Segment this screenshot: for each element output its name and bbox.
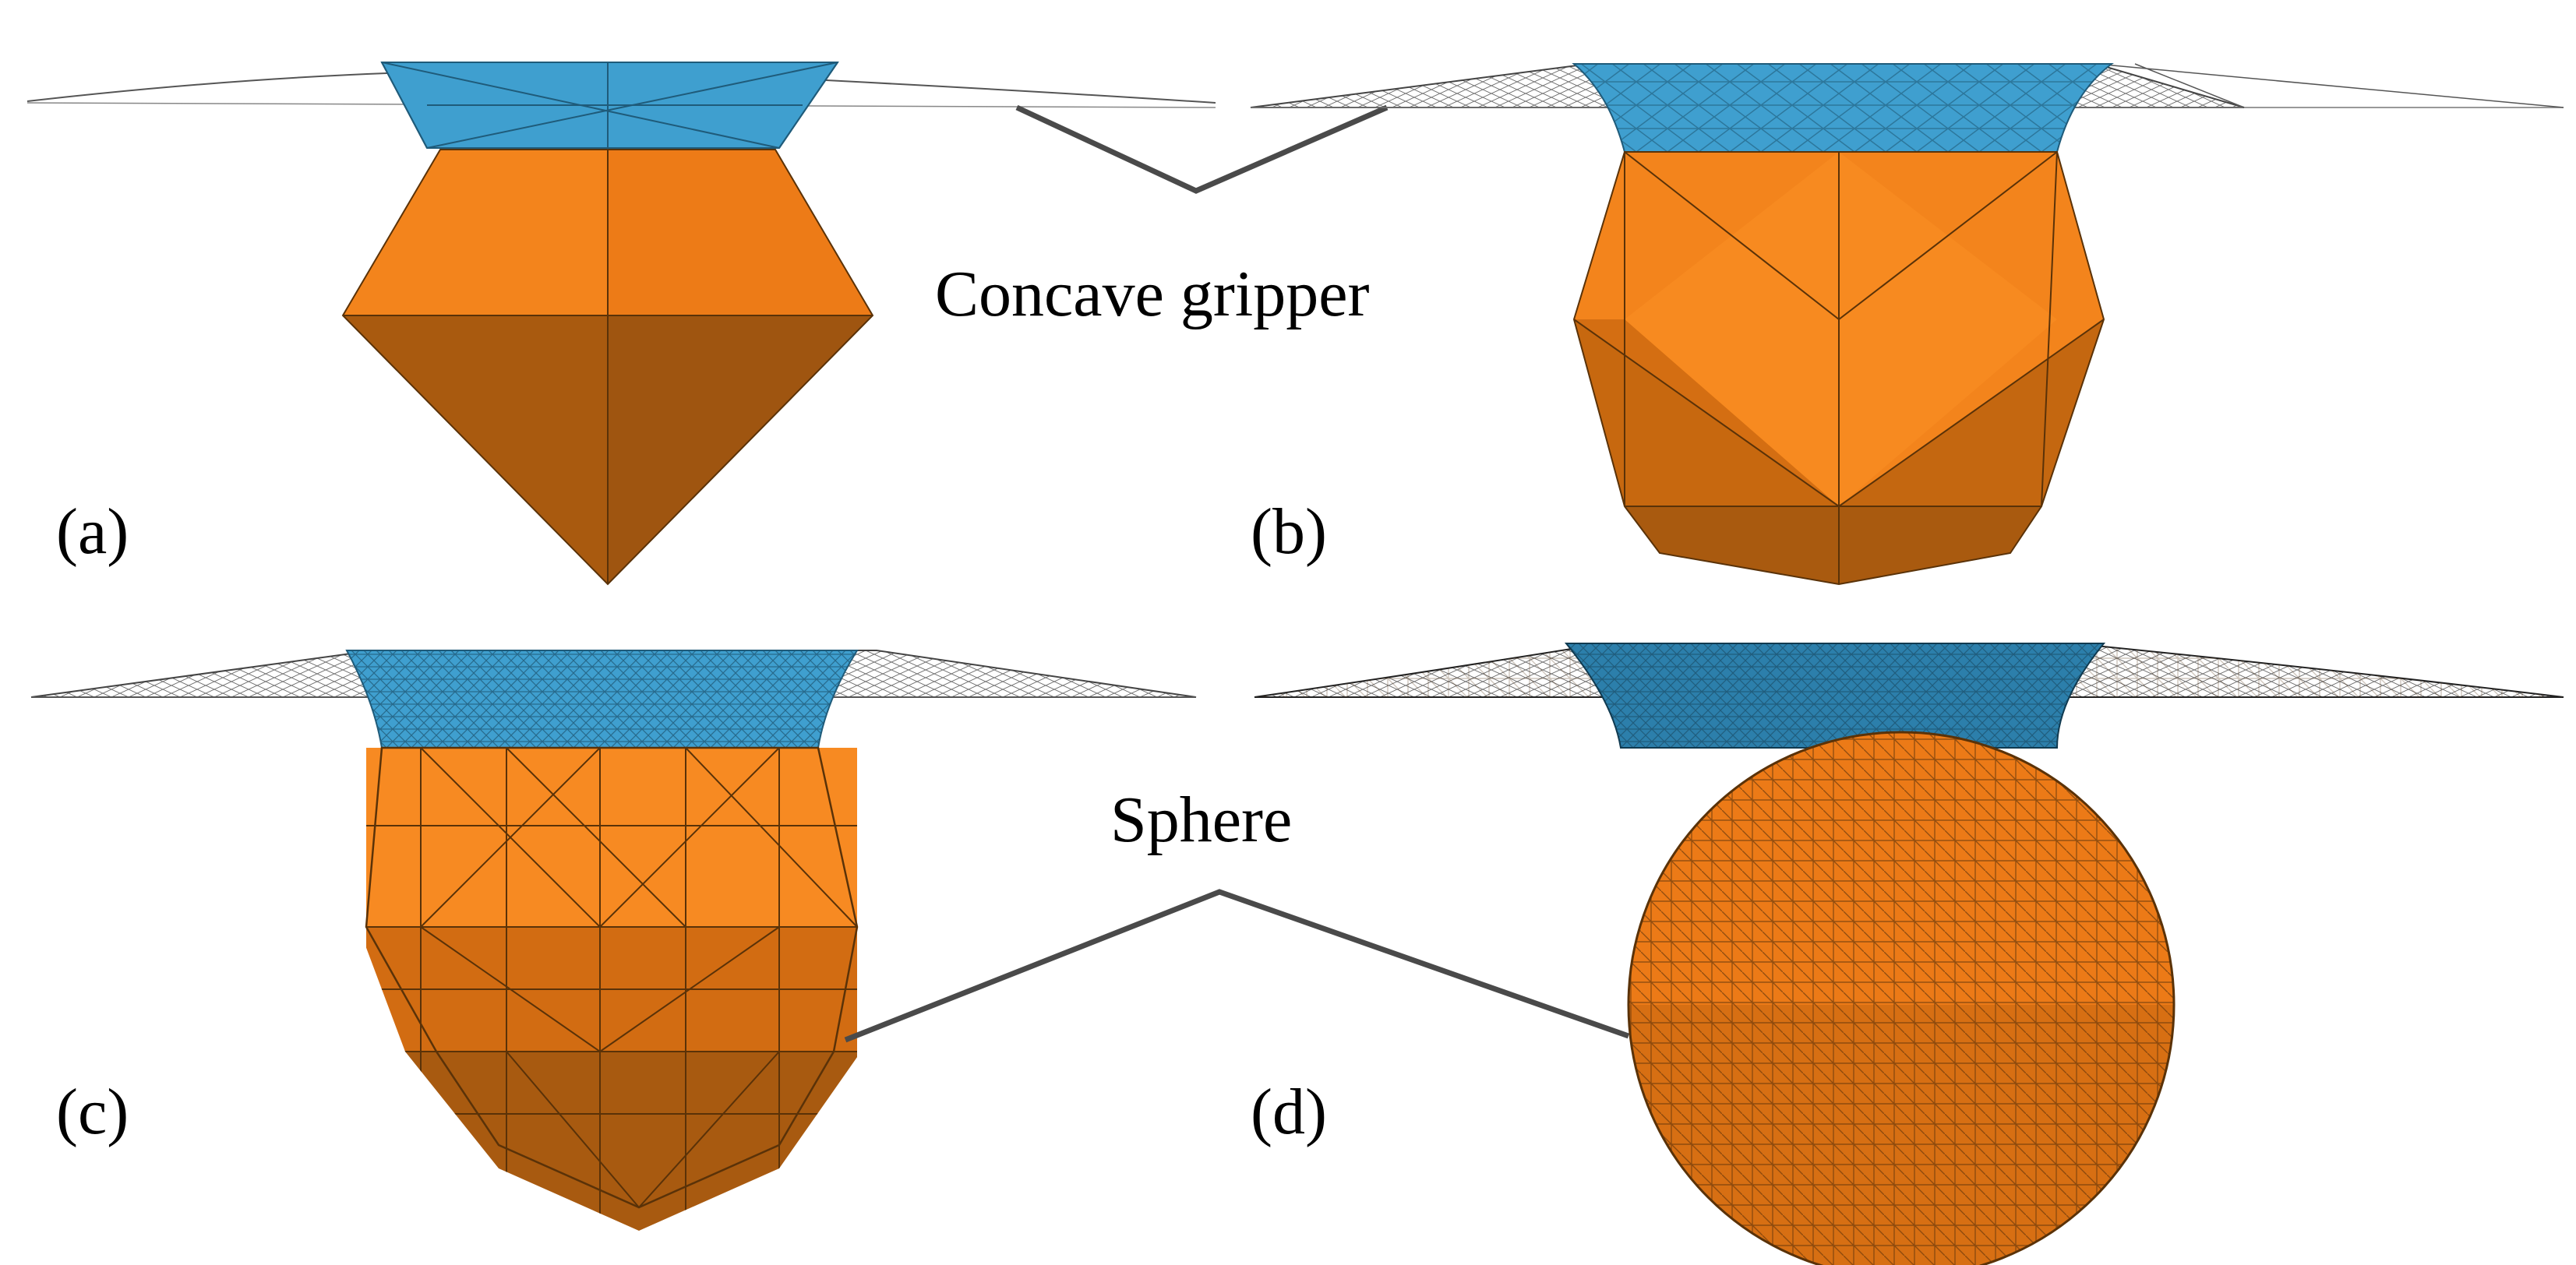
panel-label-a: (a)	[56, 495, 129, 568]
panel-b	[1250, 63, 2564, 586]
object-octahedron-a	[343, 150, 608, 315]
leader-concave	[1015, 104, 1389, 194]
panel-label-d: (d)	[1251, 1076, 1327, 1148]
panel-label-b: (b)	[1251, 495, 1327, 568]
panel-c	[30, 650, 1197, 1231]
panel-a	[26, 62, 1216, 586]
panel-label-c: (c)	[56, 1076, 129, 1148]
leader-sphere	[844, 889, 1630, 1043]
label-concave-gripper: Concave gripper	[935, 258, 1369, 330]
panel-d	[1254, 643, 2564, 1265]
label-sphere: Sphere	[1110, 784, 1292, 856]
